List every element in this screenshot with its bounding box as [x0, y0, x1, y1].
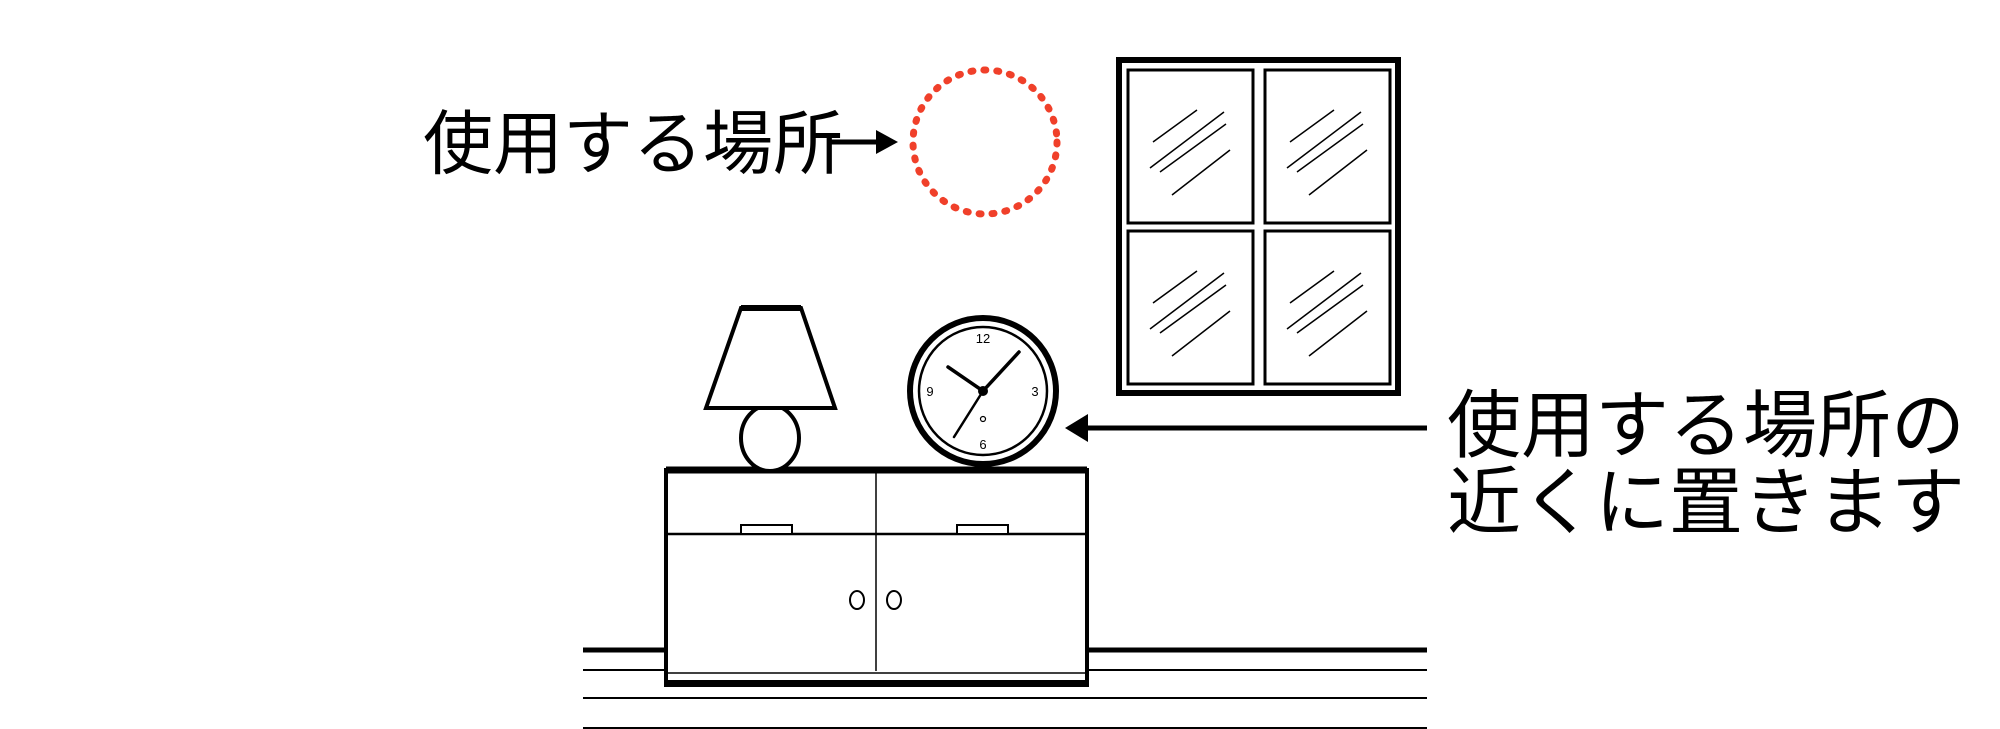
target-location-marker — [909, 66, 1061, 218]
clock: 12 3 6 9 — [907, 315, 1059, 467]
usage-location-label: 使用する場所 — [423, 103, 843, 185]
arrow-right-icon — [830, 130, 898, 154]
hour-hand — [946, 365, 985, 393]
cabinet — [664, 466, 1089, 687]
lamp — [703, 305, 838, 473]
clock-numeral-3: 3 — [1031, 384, 1038, 399]
clock-numeral-9: 9 — [926, 384, 933, 399]
placement-label-line2: 近くに置きます — [1447, 460, 1965, 546]
clock-numeral-12: 12 — [976, 331, 990, 346]
second-hand — [952, 389, 985, 439]
arrow-left-icon — [1065, 414, 1427, 442]
window — [1116, 57, 1401, 396]
placement-label-line1: 使用する場所の — [1447, 383, 1965, 469]
clock-numeral-6: 6 — [979, 437, 986, 452]
minute-hand — [981, 350, 1021, 393]
